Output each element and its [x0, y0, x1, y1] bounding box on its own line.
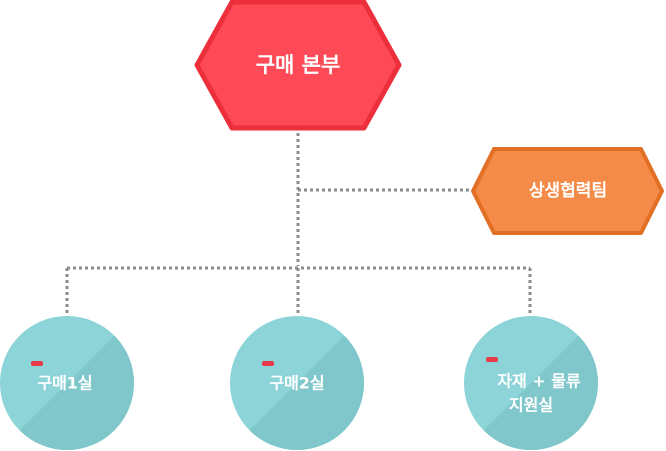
office-shade — [0, 316, 134, 450]
head-label: 구매 본부 — [256, 53, 341, 77]
accent-dash — [31, 361, 43, 366]
team-node[interactable]: 상생협력팀 — [471, 147, 664, 235]
team-label: 상생협력팀 — [529, 180, 607, 201]
team-hexagon — [471, 147, 664, 235]
office-label-line1: 자재 + 물류 — [497, 372, 581, 391]
office-shade — [464, 316, 598, 450]
head-hexagon — [194, 0, 402, 131]
connector-lines — [65, 133, 532, 316]
office-shade — [230, 316, 364, 450]
head-node[interactable]: 구매 본부 — [194, 0, 402, 131]
office-node-2[interactable]: 구매2실 — [230, 316, 364, 450]
office-label-line2: 지원실 — [509, 396, 553, 415]
office-node-1[interactable]: 구매1실 — [0, 316, 134, 450]
accent-dash — [486, 357, 498, 362]
office-node-3[interactable]: 자재 + 물류 지원실 — [464, 316, 598, 450]
office-label: 구매1실 — [37, 374, 92, 393]
accent-dash — [262, 361, 274, 366]
office-label: 구매2실 — [269, 374, 324, 393]
